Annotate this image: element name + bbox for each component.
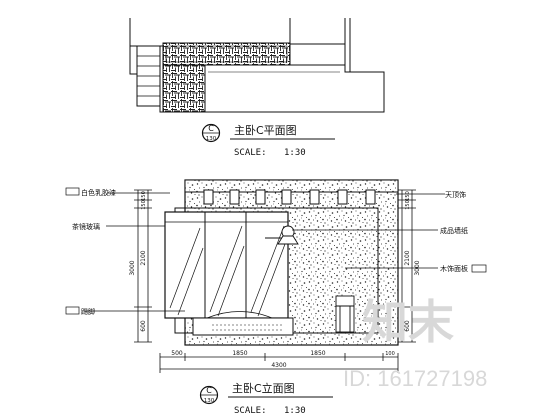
left-dim-total: 3000 [129, 260, 136, 275]
left-dim-3: 2100 [140, 250, 147, 265]
left-label-bottom: 踢脚 [81, 307, 95, 316]
right-label-mid: 成品墙纸 [440, 226, 468, 235]
left-label-top: 白色乳胶漆 [81, 188, 116, 197]
bottom-dimension-chain [159, 353, 399, 373]
plan-scale-label: SCALE: [234, 148, 267, 158]
ceiling-brackets [203, 189, 376, 205]
bottom-dim-total: 4300 [271, 362, 286, 369]
bottom-dim-2: 1850 [232, 350, 247, 357]
mirror-glass-panel [164, 211, 289, 319]
left-dim-4: 600 [140, 320, 147, 332]
right-dim-1: 150 [405, 191, 411, 201]
plan-marker-sheet: 130 [206, 136, 217, 142]
elevation-scale-label: SCALE: [234, 406, 267, 416]
elevation-view: 3000 150 150 2100 600 3000 150 150 2100 … [65, 179, 487, 416]
plan-scale-value: 1:30 [284, 148, 306, 158]
bottom-dim-1: 500 [171, 350, 183, 357]
wall-lamp [265, 225, 299, 245]
right-dim-3: 2100 [404, 250, 411, 265]
watermark-brand: 知末 [362, 296, 454, 348]
left-dim-2: 150 [141, 200, 147, 210]
elevation-section-marker: C 130 [199, 385, 219, 405]
right-callout-leaders [292, 193, 445, 269]
right-dim-2: 150 [405, 200, 411, 210]
plan-title: 主卧C平面图 [234, 124, 297, 137]
left-label-mid: 茶镜玻璃 [72, 222, 100, 231]
elevation-scale-value: 1:30 [284, 406, 306, 416]
right-label-top: 天顶饰 [445, 190, 466, 199]
left-dimension-chain [134, 189, 152, 343]
watermark: 知末 ID: 161727198 [343, 296, 487, 391]
left-callout-leaders [85, 192, 185, 312]
bed-base [192, 311, 294, 336]
elevation-title: 主卧C立面图 [232, 381, 295, 395]
bottom-dim-4: 100 [385, 351, 395, 357]
left-dim-1: 150 [141, 191, 147, 201]
watermark-id: ID: 161727198 [343, 366, 487, 391]
plan-section-marker: C 130 [201, 123, 221, 143]
nightstand [335, 295, 355, 333]
right-label-lower: 木饰面板 [440, 264, 468, 273]
right-dim-4: 600 [404, 320, 411, 332]
plan-view: C 130 主卧C平面图 SCALE: 1:30 [129, 18, 385, 158]
right-dimension-chain [398, 189, 416, 343]
plan-marker-letter: C [208, 124, 214, 133]
bottom-dim-3: 1850 [310, 350, 325, 357]
elevation-marker-letter: C [206, 386, 212, 395]
elevation-marker-sheet: 130 [204, 398, 215, 404]
